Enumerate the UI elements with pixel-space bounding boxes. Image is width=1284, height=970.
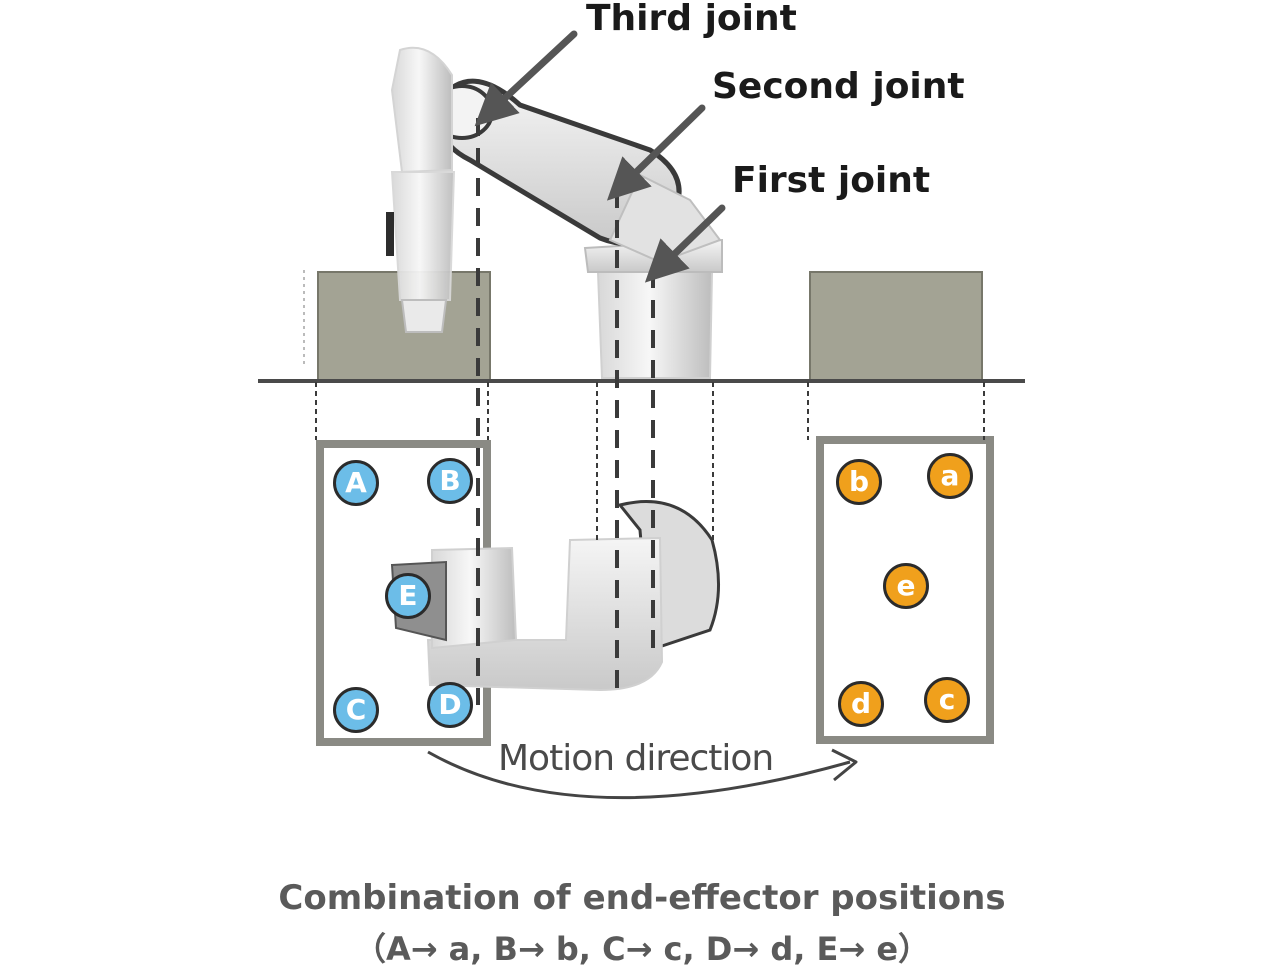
goal-marker-e: e <box>883 563 929 609</box>
motion-direction-label: Motion direction <box>498 738 774 779</box>
right-box <box>809 271 983 381</box>
second-joint-label: Second joint <box>712 66 965 107</box>
joint-arrows <box>474 30 726 283</box>
goal-marker-a: a <box>927 453 973 499</box>
start-marker-b: B <box>427 458 473 504</box>
motion-direction-arrow <box>427 750 851 800</box>
right-top-frame <box>816 436 994 744</box>
goal-marker-d: d <box>838 681 884 727</box>
first-joint-arrow <box>644 204 726 283</box>
first-joint-label: First joint <box>732 160 931 201</box>
caption-mapping: （A→ a, B→ b, C→ c, D→ d, E→ e） <box>353 930 931 968</box>
projection-lines <box>315 118 985 705</box>
second-joint-arrow <box>606 104 706 201</box>
robot-arm-top-view <box>390 500 720 692</box>
third-joint-label: Third joint <box>586 0 797 39</box>
start-marker-c: C <box>333 687 379 733</box>
goal-marker-b: b <box>836 459 882 505</box>
third-joint-arrow <box>474 30 578 127</box>
start-marker-a: A <box>333 460 379 506</box>
start-marker-d: D <box>427 682 473 728</box>
caption-title: Combination of end-effector positions <box>278 878 1006 918</box>
goal-marker-c: c <box>924 677 970 723</box>
robot-arm-side-view <box>386 46 723 379</box>
start-marker-e: E <box>385 573 431 619</box>
